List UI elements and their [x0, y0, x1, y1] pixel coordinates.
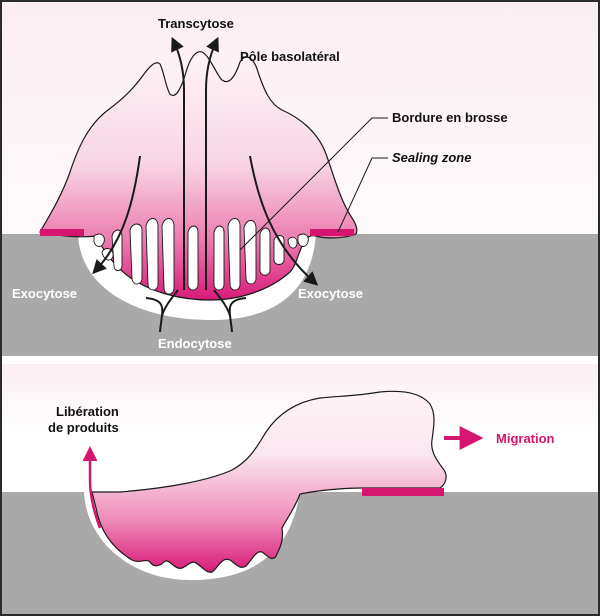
- transcytose-arrow-right: [205, 36, 219, 290]
- endocytose-line-right-a: [228, 297, 247, 333]
- label-endocytose: Endocytose: [158, 336, 232, 351]
- leader-bordure: [239, 117, 388, 251]
- label-transcytose: Transcytose: [158, 16, 234, 31]
- brush-border-villi: [93, 218, 309, 295]
- endocytose-line-right-b: [213, 289, 231, 317]
- label-exocytose-right: Exocytose: [298, 286, 363, 301]
- label-sealing-zone: Sealing zone: [392, 150, 471, 165]
- sealing-zone-bottom: [362, 488, 444, 496]
- sealing-zone-right: [310, 229, 354, 236]
- endocytose-line-left-b: [161, 289, 179, 317]
- label-bordure-en-brosse: Bordure en brosse: [392, 110, 508, 125]
- endocytose-line-left-a: [145, 297, 164, 333]
- transcytose-arrow-left: [171, 36, 185, 290]
- label-exocytose-left: Exocytose: [12, 286, 77, 301]
- panel-divider: [2, 356, 598, 364]
- label-liberation-line1: Libération: [56, 404, 119, 419]
- osteoclast-cell-migrating: [91, 390, 447, 573]
- exocytose-arrow-left: [92, 155, 141, 275]
- leader-sealing: [337, 157, 388, 233]
- label-liberation-line2: de produits: [48, 420, 119, 435]
- sealing-zone-left: [40, 229, 84, 236]
- label-pole-basolateral: Pôle basolatéral: [240, 49, 340, 64]
- label-migration: Migration: [496, 431, 555, 446]
- liberation-arrow: [82, 446, 102, 529]
